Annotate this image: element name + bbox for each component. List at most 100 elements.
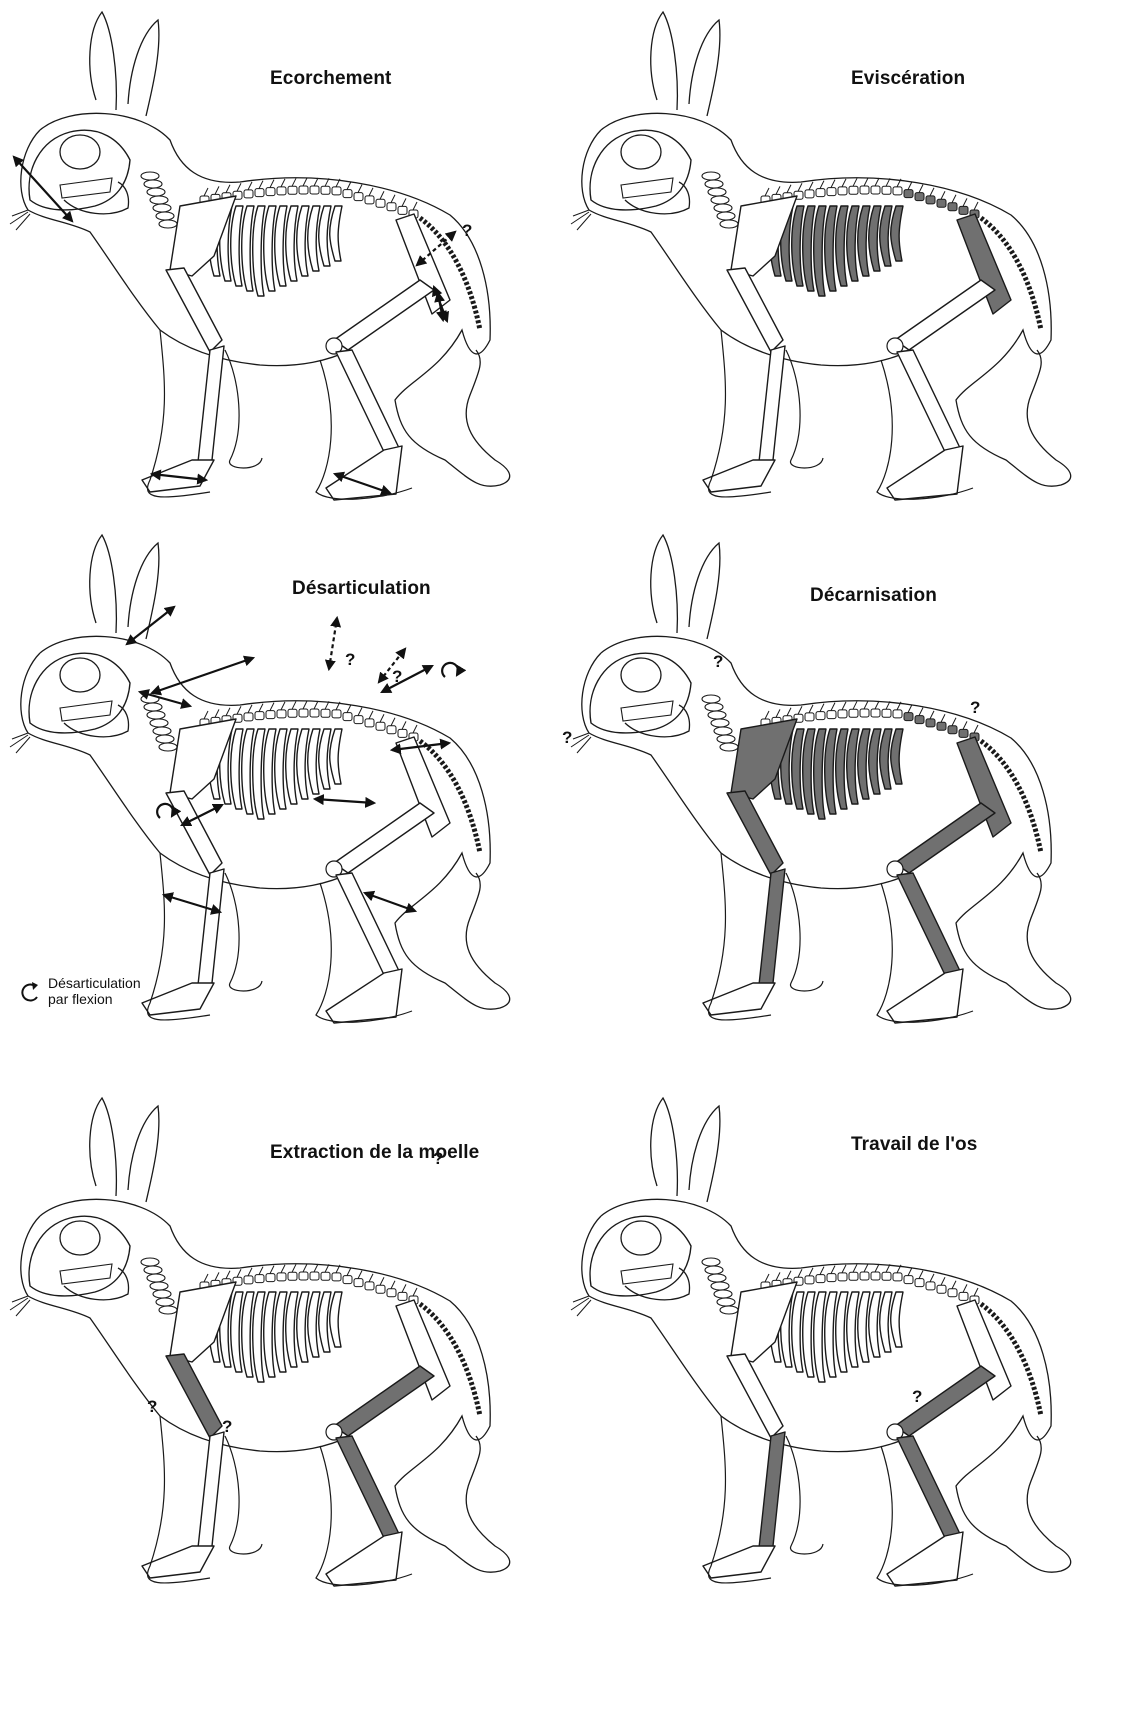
panel-desarticulation: ?? Désarticulation [0,573,561,1146]
spinous-process [358,1271,362,1279]
spinous-process [853,1264,857,1272]
thoracic-vertebra [277,1273,286,1281]
spinous-process [809,182,813,190]
hindfoot [887,969,963,1023]
spinous-process [402,198,406,206]
spinous-process [270,180,274,188]
rabbit-skeleton-drawing [561,0,1122,573]
forefoot [703,460,775,492]
forefoot [703,983,775,1015]
spinous-process [765,188,769,196]
spinous-process [204,188,208,196]
lumbar-vertebra [915,1279,924,1287]
thoracic-vertebra [299,709,308,717]
femur [334,1366,434,1436]
cervical-vertebra [720,220,738,228]
cervical-vertebra [153,204,171,212]
cervical-vertebra [708,711,726,719]
spinous-process [215,709,219,717]
spinous-process [314,178,318,186]
spinous-process [787,708,791,716]
panel-title: Eviscération [851,68,965,90]
spinous-process [798,1269,802,1277]
thoracic-vertebra [321,1272,330,1280]
radius-ulna [759,869,785,985]
tibia [897,873,961,979]
legend-line-2: par flexion [48,991,141,1007]
spinous-process [787,1271,791,1279]
spinous-process [281,1265,285,1273]
lumbar-vertebra [354,716,363,724]
lumbar-vertebra [948,1289,957,1297]
cervical-vertebra [711,719,729,727]
lumbar-vertebra [904,713,913,721]
thoracic-vertebra [838,710,847,718]
radius-ulna [759,1432,785,1548]
spinous-process [303,701,307,709]
cervical-vertebra [144,180,162,188]
hindfoot [326,446,402,500]
spinous-process [875,1264,879,1272]
spinous-process [380,1277,384,1285]
cervical-vertebra [705,1266,723,1274]
question-mark: ? [222,1417,232,1436]
thoracic-vertebra [288,186,297,194]
lumbar-vertebra [343,1276,352,1284]
hindfoot [326,969,402,1023]
spinous-process [930,1274,934,1282]
rabbit [10,535,510,1023]
lumbar-vertebra [926,719,935,727]
thoracic-vertebra [882,1272,891,1280]
cervical-vertebra [156,212,174,220]
thoracic-vertebra [244,713,253,721]
lumbar-vertebra [387,203,396,211]
tibia [897,1436,961,1542]
cervical-vertebra [711,1282,729,1290]
rabbit-skeleton-drawing: ??? [561,573,1122,1146]
question-mark: ? [912,1387,922,1406]
orbit [60,658,100,692]
thoracic-vertebra [893,187,902,195]
spinous-process [204,1274,208,1282]
thoracic-vertebra [849,186,858,194]
panel-ecorchement: ? Ecorchement [0,0,561,573]
spinous-process [853,178,857,186]
hindfoot [887,446,963,500]
spinous-process [776,1272,780,1280]
thoracic-vertebra [266,711,275,719]
spinous-process [919,708,923,716]
lumbar-vertebra [365,1282,374,1290]
thoracic-vertebra [321,709,330,717]
spinous-process [963,1284,967,1292]
thoracic-vertebra [849,1272,858,1280]
spinous-process [820,704,824,712]
forefoot [703,1546,775,1578]
thoracic-vertebra [299,186,308,194]
cervical-vertebra [156,735,174,743]
femur [334,280,434,350]
lumbar-vertebra [365,196,374,204]
radius-ulna [198,869,224,985]
spinous-process [413,725,417,733]
lumbar-vertebra [948,203,957,211]
thoracic-vertebra [255,189,264,197]
spinous-process [314,1264,318,1272]
rabbit [571,12,1071,500]
spinous-process [831,703,835,711]
radius-ulna [759,346,785,462]
spinous-process [292,178,296,186]
rib [891,206,903,261]
rib [297,206,309,276]
rabbit-skeleton-drawing: ?? [0,573,561,1146]
spinous-process [963,198,967,206]
question-mark: ? [713,652,723,671]
spinous-process [215,186,219,194]
spinous-process [215,1272,219,1280]
spinous-process [798,183,802,191]
orbit [621,135,661,169]
thoracic-vertebra [871,709,880,717]
legend-text: Désarticulation par flexion [48,975,141,1007]
tibia [336,350,400,456]
spinous-process [281,179,285,187]
spinous-process [820,181,824,189]
